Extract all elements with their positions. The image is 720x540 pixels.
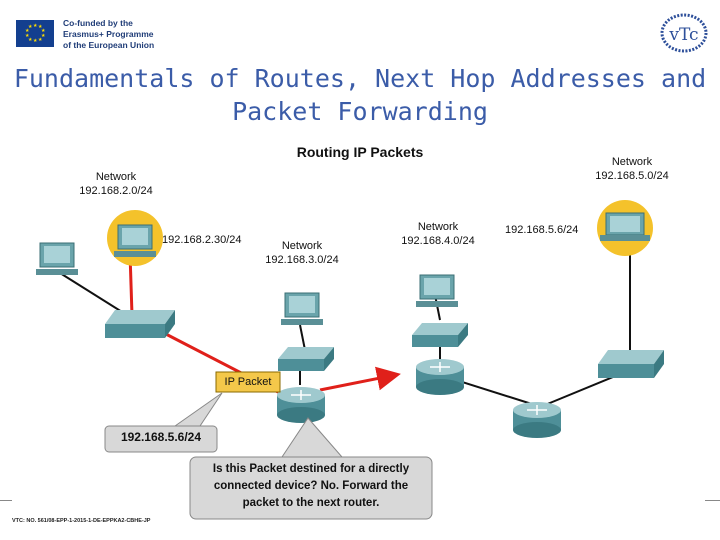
eu-text-line-3: of the European Union (63, 40, 155, 50)
decision-callout-pointer (281, 417, 344, 458)
switch-icon (278, 347, 334, 371)
svg-text:★: ★ (41, 28, 46, 34)
network-label-text: Network (417, 221, 459, 233)
vtc-logo-text: vTc (668, 25, 698, 45)
network-label-text: Network (611, 156, 653, 168)
decision-callout-text: Is this Packet destined for a directly c… (212, 463, 410, 509)
router-icon (513, 402, 561, 438)
svg-text:★: ★ (38, 24, 43, 30)
network-label: Network 192.168.2.0/24 (66, 170, 166, 198)
packet-destination-callout (104, 425, 218, 453)
packet-callout-pointer (173, 392, 223, 427)
left-divider (0, 500, 12, 501)
svg-text:★: ★ (28, 37, 33, 43)
svg-text:★: ★ (33, 23, 38, 29)
network-address: 192.168.2.0/24 (79, 185, 153, 197)
svg-text:★: ★ (25, 33, 30, 39)
routing-diagram: Routing IP Packets Network 192.168.2.0/2… (0, 135, 720, 525)
network-label-text: Network (281, 240, 323, 252)
network-label: Network 192.168.3.0/24 (252, 239, 352, 267)
source-computer-icon (114, 224, 156, 257)
network-label: Network 192.168.5.0/24 (582, 155, 682, 183)
computer-icon (281, 292, 323, 325)
destination-host-address: 192.168.5.6/24 (505, 224, 579, 236)
packet-destination-address: 192.168.5.6/24 (120, 430, 202, 444)
eu-flag-icon: ★★★ ★★★ ★★★ ★ (16, 20, 54, 47)
decision-callout (189, 456, 433, 520)
diagram-title: Routing IP Packets (296, 144, 424, 160)
eu-text-line-2: Erasmus+ Programme (63, 29, 154, 39)
switch-icon (105, 310, 175, 338)
switch-icon (412, 323, 468, 347)
network-address: 192.168.5.0/24 (595, 170, 669, 182)
computer-icon (36, 242, 78, 275)
svg-text:★: ★ (28, 24, 33, 30)
title-line-2: Packet Forwarding (232, 97, 488, 126)
network-address: 192.168.3.0/24 (265, 254, 339, 266)
right-divider (705, 500, 720, 501)
svg-text:★: ★ (38, 37, 43, 43)
destination-laptop-icon (600, 212, 650, 241)
eu-cofunded-text: Co-funded by the Erasmus+ Programme of t… (63, 18, 183, 51)
svg-text:★: ★ (33, 38, 38, 44)
network-label: Network 192.168.4.0/24 (388, 220, 488, 248)
router-icon (277, 387, 325, 423)
svg-text:★: ★ (25, 28, 30, 34)
ip-packet-label: IP Packet (224, 376, 272, 388)
network-label-text: Network (95, 171, 137, 183)
title-line-1: Fundamentals of Routes, Next Hop Address… (13, 64, 707, 93)
vtc-logo: vTc (660, 13, 708, 53)
network-address: 192.168.4.0/24 (401, 235, 475, 247)
switch-icon (598, 350, 664, 378)
footer-project-code: VTC: NO. 561/08-EPP-1-2015-1-DE-EPPKA2-C… (12, 518, 151, 524)
eu-text-line-1: Co-funded by the (63, 18, 133, 28)
ip-packet-box (215, 371, 281, 393)
network-topology (36, 200, 664, 520)
svg-text:★: ★ (41, 33, 46, 39)
source-host-address: 192.168.2.30/24 (162, 234, 242, 246)
router-icon (416, 359, 464, 395)
slide-title: Fundamentals of Routes, Next Hop Address… (0, 62, 720, 128)
computer-icon (416, 274, 458, 307)
